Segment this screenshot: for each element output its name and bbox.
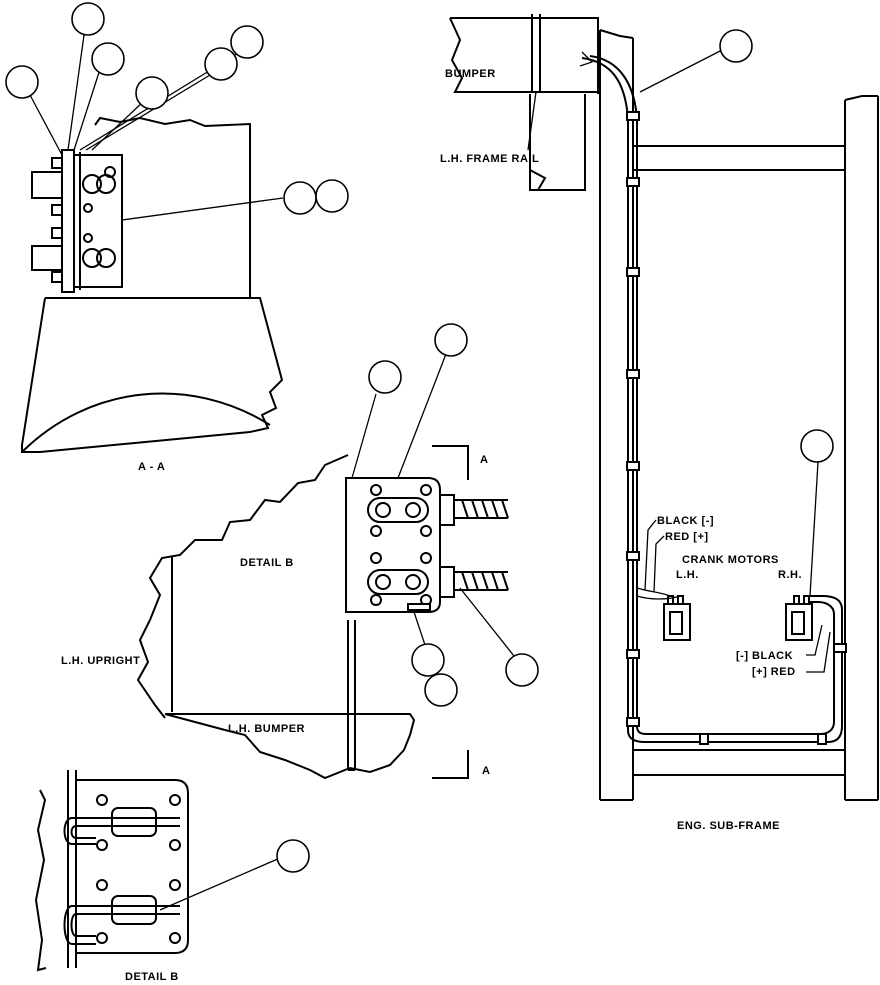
section-aa-label: A - A <box>138 461 165 473</box>
bumper-frame-rail-view <box>449 14 599 191</box>
black-negative-label-lh: BLACK [-] <box>657 515 714 527</box>
detail-b-bottom-view <box>34 770 310 972</box>
detail-b-main-view <box>136 323 539 780</box>
lh-label: L.H. <box>676 569 699 581</box>
red-positive-label-lh: RED [+] <box>665 531 709 543</box>
black-negative-label-rh: [-] BLACK <box>736 650 793 662</box>
detail-b-bottom-label: DETAIL B <box>125 971 179 983</box>
red-positive-label-rh: [+] RED <box>752 666 796 678</box>
eng-sub-frame-label: ENG. SUB-FRAME <box>677 820 780 832</box>
section-marker-bottom: A <box>482 765 490 777</box>
lh-bumper-label: L.H. BUMPER <box>228 723 305 735</box>
bumper-label: BUMPER <box>445 68 496 80</box>
engine-sub-frame-view <box>579 29 879 801</box>
crank-motors-label: CRANK MOTORS <box>682 554 779 566</box>
lh-upright-label: L.H. UPRIGHT <box>61 655 140 667</box>
rh-label: R.H. <box>778 569 802 581</box>
lh-frame-rail-label: L.H. FRAME RAIL <box>440 153 539 165</box>
section-marker-top: A <box>480 454 488 466</box>
section-aa-view <box>5 2 349 453</box>
detail-b-label: DETAIL B <box>240 557 294 569</box>
